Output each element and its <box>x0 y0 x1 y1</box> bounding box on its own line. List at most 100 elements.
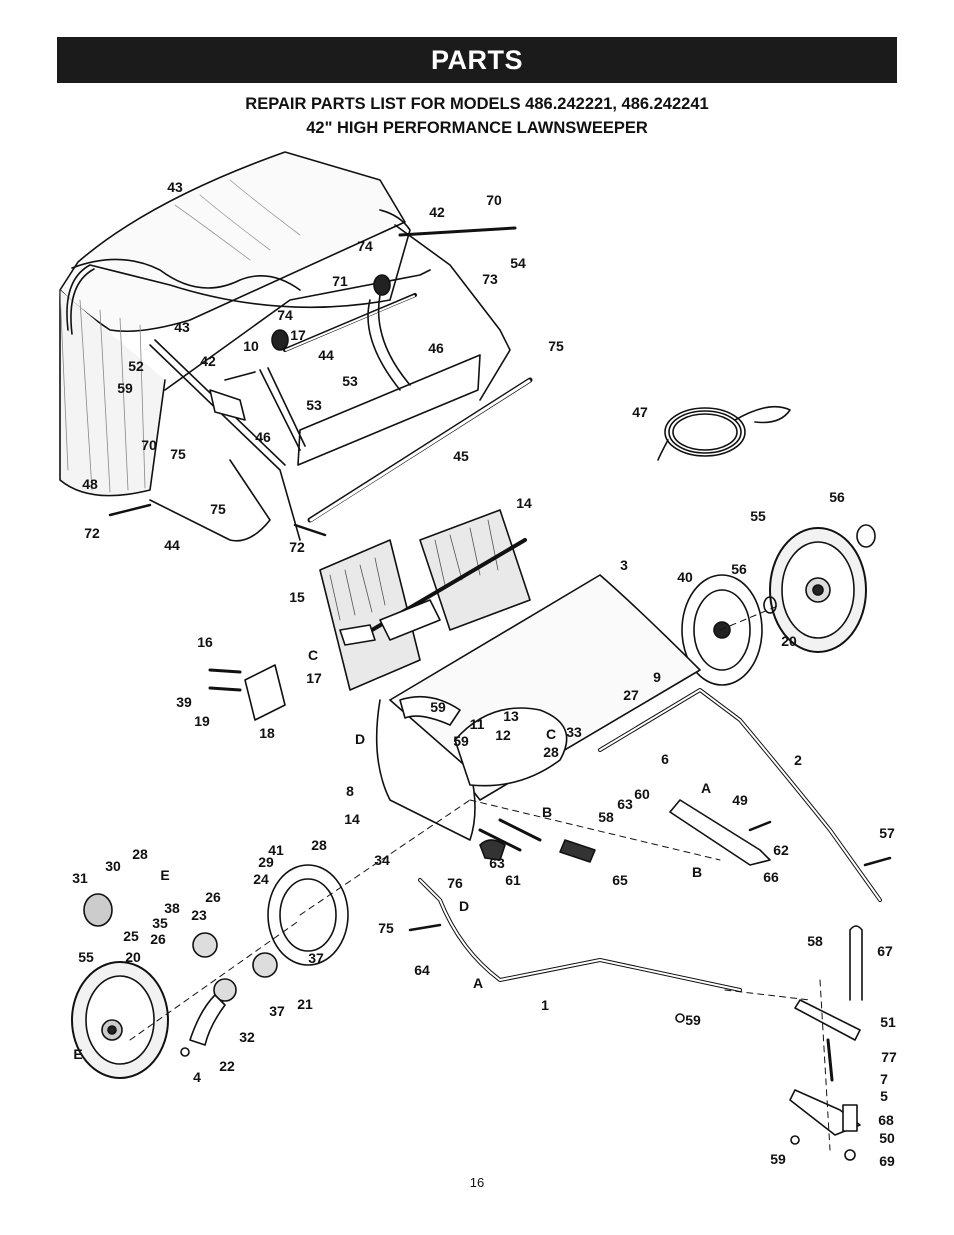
callout-c12: 12 <box>495 727 511 743</box>
callout-c25: 25 <box>123 928 139 944</box>
callout-c28a: 28 <box>543 744 559 760</box>
callout-c33: 33 <box>566 724 582 740</box>
callout-c29: 29 <box>258 854 274 870</box>
callout-c51: 51 <box>880 1014 896 1030</box>
callout-c43a: 43 <box>167 179 183 195</box>
callout-c15: 15 <box>289 589 305 605</box>
callout-c72a: 72 <box>84 525 100 541</box>
product-subtitle: 42" HIGH PERFORMANCE LAWNSWEEPER <box>306 119 648 137</box>
callout-c59b: 59 <box>430 699 446 715</box>
callout-c62: 62 <box>773 842 789 858</box>
callout-c71: 71 <box>332 273 348 289</box>
callout-c23: 23 <box>191 907 207 923</box>
callout-c58b: 58 <box>807 933 823 949</box>
callout-c46b: 46 <box>255 429 271 445</box>
callout-c13: 13 <box>503 708 519 724</box>
callout-c28c: 28 <box>132 846 148 862</box>
callout-c37a: 37 <box>308 950 324 966</box>
callout-c39: 39 <box>176 694 192 710</box>
callout-c59c: 59 <box>453 733 469 749</box>
hopper-frame <box>66 209 533 542</box>
callout-c19: 19 <box>194 713 210 729</box>
callout-c11: 11 <box>470 716 485 732</box>
callout-c48: 48 <box>82 476 98 492</box>
callout-c65: 65 <box>612 872 628 888</box>
callout-c60: 60 <box>634 786 650 802</box>
callout-cE1: E <box>160 867 169 883</box>
callout-c47: 47 <box>632 404 648 420</box>
callout-c46a: 46 <box>428 340 444 356</box>
callout-c69: 69 <box>879 1153 895 1169</box>
callout-c2: 2 <box>794 752 802 768</box>
callout-c44a: 44 <box>318 347 334 363</box>
callout-cA1: A <box>701 780 711 796</box>
left-wheel-assembly <box>71 864 349 1079</box>
caps <box>271 274 391 351</box>
callout-c70b: 70 <box>141 437 157 453</box>
section-banner: PARTS <box>57 37 897 83</box>
callout-c59e: 59 <box>770 1151 786 1167</box>
callout-c76: 76 <box>447 875 463 891</box>
callout-c72b: 72 <box>289 539 305 555</box>
callout-c16: 16 <box>197 634 213 650</box>
models-subtitle: REPAIR PARTS LIST FOR MODELS 486.242221,… <box>245 95 709 113</box>
right-wheel-assembly <box>681 524 876 686</box>
callout-c75d: 75 <box>378 920 394 936</box>
callout-c55b: 55 <box>78 949 94 965</box>
callout-c74b: 74 <box>277 307 293 323</box>
callout-c14a: 14 <box>516 495 532 511</box>
callout-cB1: B <box>542 804 552 820</box>
callout-c42a: 42 <box>429 204 445 220</box>
callout-c22: 22 <box>219 1058 235 1074</box>
callout-c5: 5 <box>880 1088 888 1104</box>
callout-c64: 64 <box>414 962 430 978</box>
callout-c1: 1 <box>541 997 549 1013</box>
callout-cD2: D <box>459 898 469 914</box>
callout-c20a: 20 <box>781 633 797 649</box>
callout-c52: 52 <box>128 358 144 374</box>
callout-c27: 27 <box>623 687 639 703</box>
callout-c17a: 17 <box>290 327 306 343</box>
callout-c42b: 42 <box>200 353 216 369</box>
callout-c37b: 37 <box>269 1003 285 1019</box>
callout-c63b: 63 <box>489 855 505 871</box>
callout-cB2: B <box>692 864 702 880</box>
callout-c59a: 59 <box>117 380 133 396</box>
callout-c28b: 28 <box>311 837 327 853</box>
callout-c35: 35 <box>152 915 168 931</box>
callout-c18: 18 <box>259 725 275 741</box>
callout-c55a: 55 <box>750 508 766 524</box>
callout-c38: 38 <box>164 900 180 916</box>
callout-c70a: 70 <box>486 192 502 208</box>
diagram-artwork <box>59 151 892 1161</box>
callout-c14b: 14 <box>344 811 360 827</box>
callout-c75a: 75 <box>548 338 564 354</box>
callout-c10: 10 <box>243 338 259 354</box>
callout-cD1: D <box>355 731 365 747</box>
callout-c58a: 58 <box>598 809 614 825</box>
callout-c54: 54 <box>510 255 526 271</box>
callout-c7: 7 <box>880 1071 888 1087</box>
callout-c75b: 75 <box>170 446 186 462</box>
callout-c50: 50 <box>879 1130 895 1146</box>
hopper-bag <box>59 151 406 497</box>
callout-cC2: C <box>546 726 556 742</box>
callout-c75c: 75 <box>210 501 226 517</box>
callout-c24: 24 <box>253 871 269 887</box>
callout-c56b: 56 <box>731 561 747 577</box>
callout-c26b: 26 <box>150 931 166 947</box>
callout-c61: 61 <box>505 872 521 888</box>
callout-c9: 9 <box>653 669 661 685</box>
callout-c53b: 53 <box>306 397 322 413</box>
callout-cE2: E <box>73 1046 82 1062</box>
callout-cC1: C <box>308 647 318 663</box>
callout-c57: 57 <box>879 825 895 841</box>
callout-c53a: 53 <box>342 373 358 389</box>
callout-c26a: 26 <box>205 889 221 905</box>
page-number: 16 <box>469 1175 485 1190</box>
callout-c40: 40 <box>677 569 693 585</box>
callout-c32: 32 <box>239 1029 255 1045</box>
storage-cord <box>657 405 791 461</box>
